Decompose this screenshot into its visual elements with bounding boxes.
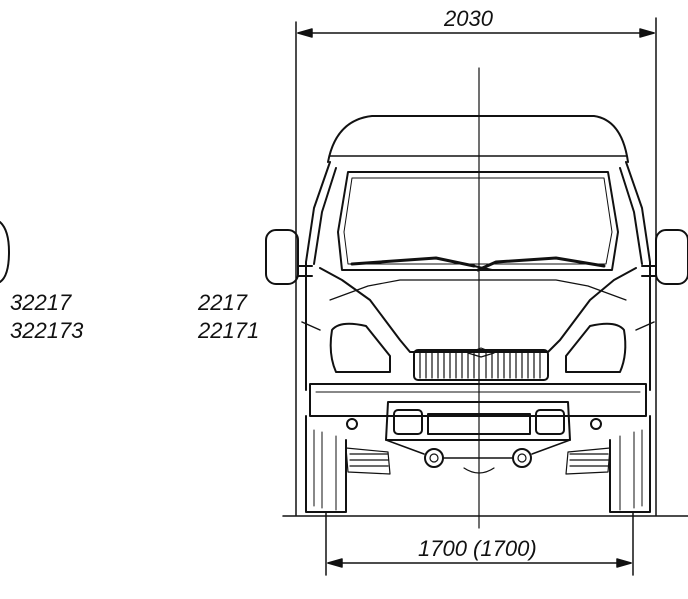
left-fog-light — [346, 418, 358, 430]
overall-width-dimension — [295, 17, 657, 516]
right-front-wheel — [609, 415, 651, 513]
windshield — [337, 171, 619, 271]
left-tow-eye — [424, 448, 444, 468]
front-bumper — [309, 383, 647, 417]
right-fog-light — [590, 418, 602, 430]
overall-width-label: 2030 — [444, 6, 493, 32]
right-a-pillar — [625, 161, 651, 391]
license-plate-area — [385, 401, 571, 441]
model-label-322173: 322173 — [10, 318, 84, 343]
left-front-wheel — [305, 415, 347, 513]
left-mirror — [265, 229, 313, 285]
right-tow-eye — [512, 448, 532, 468]
right-headlight — [565, 322, 627, 373]
right-underbody-vent — [565, 447, 611, 475]
neighbor-mirror-outline — [0, 221, 10, 283]
track-width-dimension — [325, 511, 634, 576]
track-width-label: 1700 (1700) — [418, 536, 537, 561]
left-a-pillar — [305, 161, 331, 391]
model-label-22171: 22171 — [198, 318, 260, 343]
left-headlight — [329, 322, 391, 373]
roof-cap — [327, 115, 629, 163]
left-underbody-vent — [345, 447, 391, 475]
grille — [413, 347, 549, 381]
wipers — [350, 256, 606, 272]
model-label-2217: 2217 — [198, 290, 247, 315]
right-mirror — [641, 229, 688, 285]
model-label-32217: 32217 — [10, 290, 72, 315]
